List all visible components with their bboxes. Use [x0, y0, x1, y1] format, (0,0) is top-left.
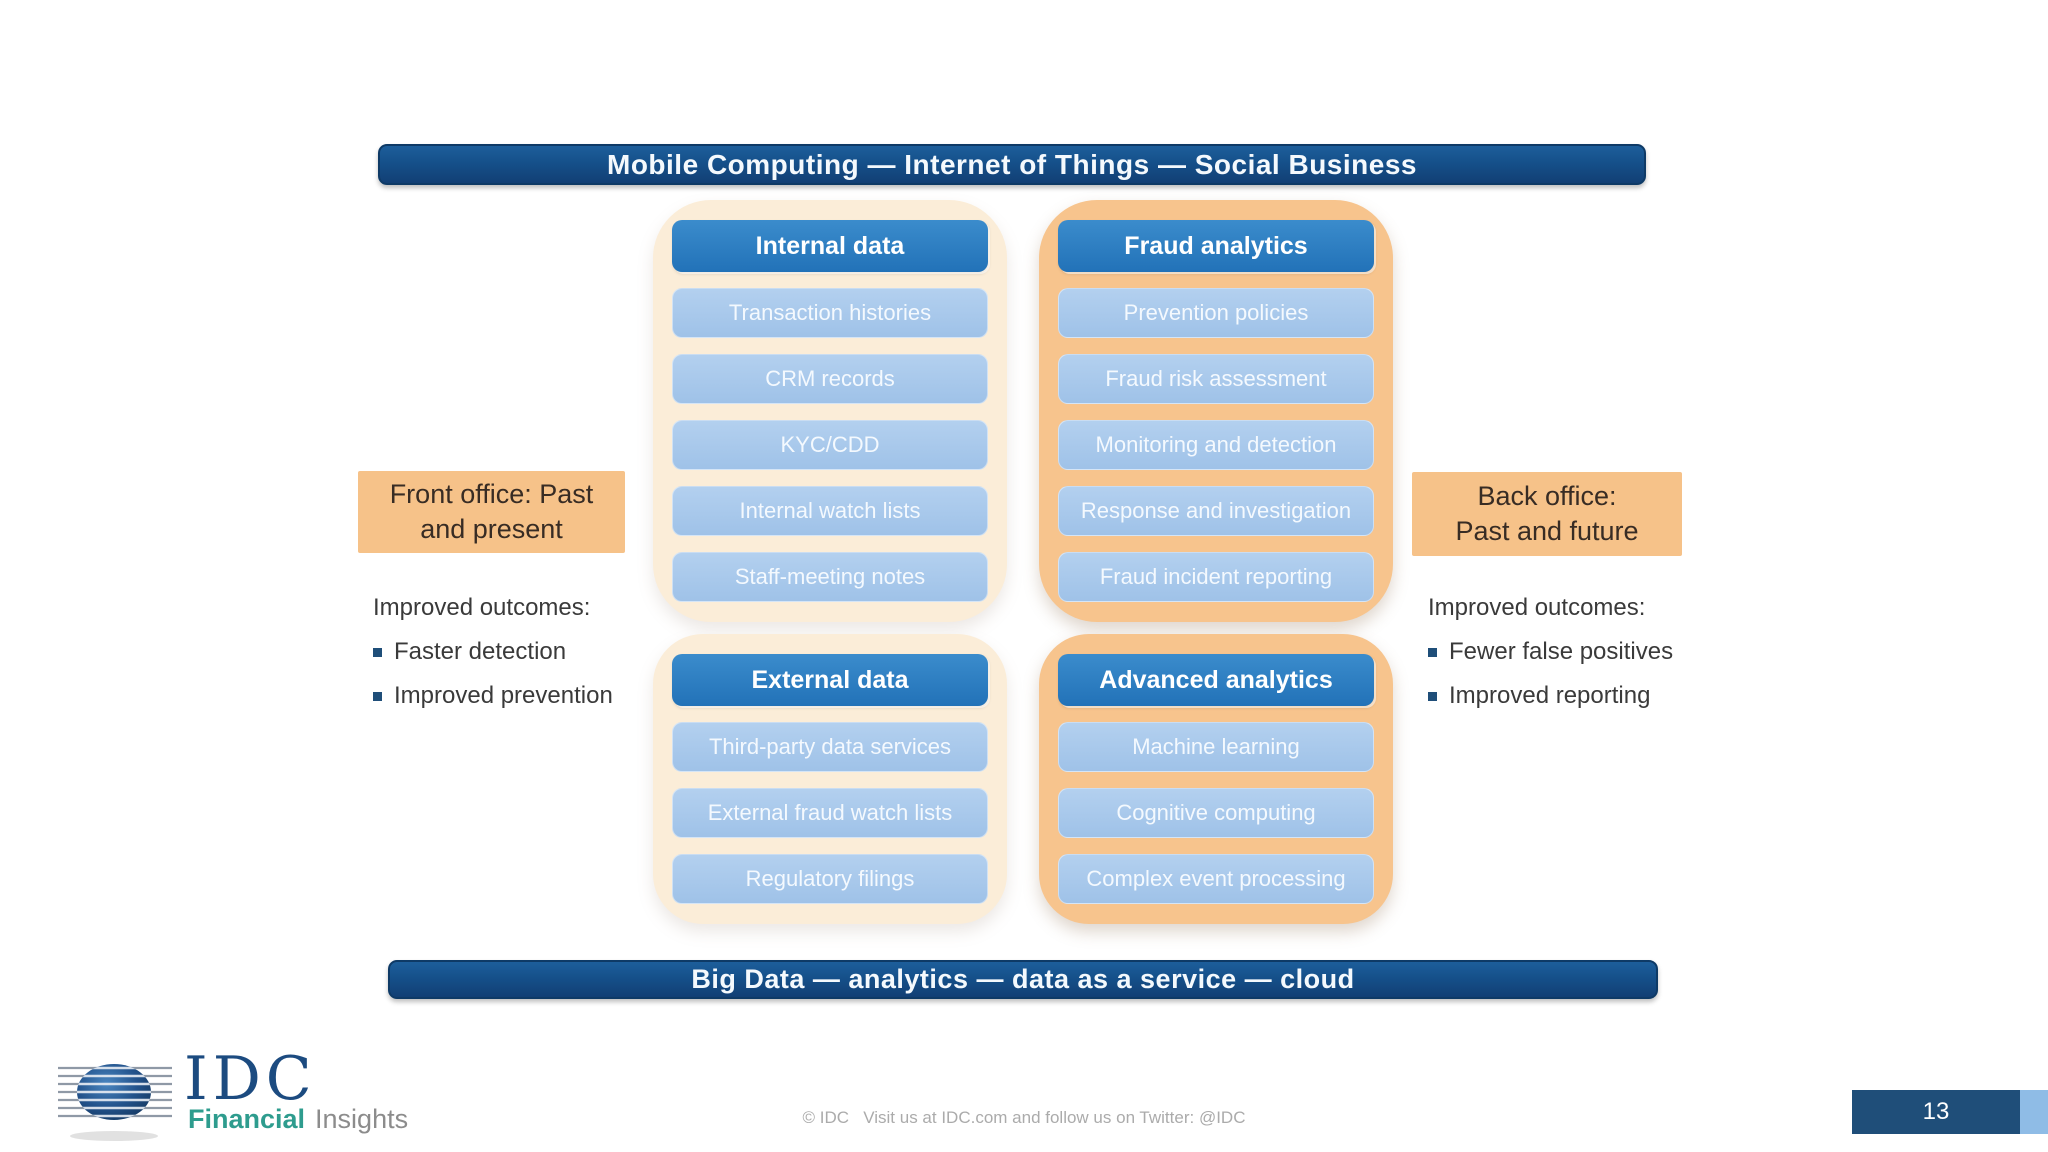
bottom-banner: Big Data — analytics — data as a service…: [388, 960, 1658, 999]
outcome-item: Faster detection: [373, 638, 613, 666]
page-number-badge: 13: [1852, 1090, 2020, 1134]
bullet-icon: [373, 647, 382, 657]
outcome-label: Faster detection: [394, 638, 567, 665]
back-office-label: Back office: Past and future: [1412, 472, 1682, 556]
advanced-analytics-item: Machine learning: [1058, 722, 1374, 772]
internal-data-item: KYC/CDD: [672, 420, 988, 470]
internal-data-header: Internal data: [672, 220, 988, 272]
bullet-icon: [373, 691, 382, 701]
advanced-analytics-item: Cognitive computing: [1058, 788, 1374, 838]
outcomes-title: Improved outcomes:: [373, 594, 591, 621]
bullet-icon: [1428, 691, 1437, 701]
outcome-label: Improved prevention: [394, 682, 613, 709]
front-office-outcomes: Improved outcomes: Faster detection Impr…: [373, 594, 613, 710]
logo-financial-text: Financial: [188, 1104, 306, 1134]
fraud-analytics-item: Prevention policies: [1058, 288, 1374, 338]
page-number-accent-bar: [2020, 1090, 2048, 1134]
external-data-item: External fraud watch lists: [672, 788, 988, 838]
quadrant-external-data: External data Third-party data services …: [653, 634, 1007, 924]
logo-insights-text: Insights: [315, 1104, 409, 1134]
quadrant-fraud-analytics: Fraud analytics Prevention policies Frau…: [1039, 200, 1393, 622]
top-banner: Mobile Computing — Internet of Things — …: [378, 144, 1646, 185]
front-office-label: Front office: Past and present: [358, 471, 625, 553]
idc-globe-logo-icon: [54, 1056, 184, 1149]
internal-data-item: Staff-meeting notes: [672, 552, 988, 602]
fraud-analytics-header: Fraud analytics: [1058, 220, 1374, 272]
quadrant-advanced-analytics: Advanced analytics Machine learning Cogn…: [1039, 634, 1393, 924]
external-data-item: Third-party data services: [672, 722, 988, 772]
footer-copyright: © IDC Visit us at IDC.com and follow us …: [802, 1108, 1246, 1127]
internal-data-item: CRM records: [672, 354, 988, 404]
idc-logo-subtext: Financial Insights: [188, 1104, 408, 1135]
fraud-analytics-item: Fraud risk assessment: [1058, 354, 1374, 404]
advanced-analytics-header: Advanced analytics: [1058, 654, 1374, 706]
fraud-analytics-item: Monitoring and detection: [1058, 420, 1374, 470]
advanced-analytics-item: Complex event processing: [1058, 854, 1374, 904]
internal-data-item: Transaction histories: [672, 288, 988, 338]
outcome-item: Fewer false positives: [1428, 638, 1673, 666]
quadrant-internal-data: Internal data Transaction histories CRM …: [653, 200, 1007, 622]
external-data-header: External data: [672, 654, 988, 706]
fraud-analytics-item: Fraud incident reporting: [1058, 552, 1374, 602]
external-data-item: Regulatory filings: [672, 854, 988, 904]
internal-data-item: Internal watch lists: [672, 486, 988, 536]
outcome-label: Fewer false positives: [1449, 638, 1674, 665]
outcomes-title: Improved outcomes:: [1428, 594, 1646, 621]
bullet-icon: [1428, 647, 1437, 657]
outcome-item: Improved reporting: [1428, 682, 1673, 710]
back-office-outcomes: Improved outcomes: Fewer false positives…: [1428, 594, 1673, 710]
outcome-label: Improved reporting: [1449, 682, 1651, 709]
fraud-analytics-item: Response and investigation: [1058, 486, 1374, 536]
idc-logo-text: IDC: [184, 1044, 317, 1114]
outcome-item: Improved prevention: [373, 682, 613, 710]
